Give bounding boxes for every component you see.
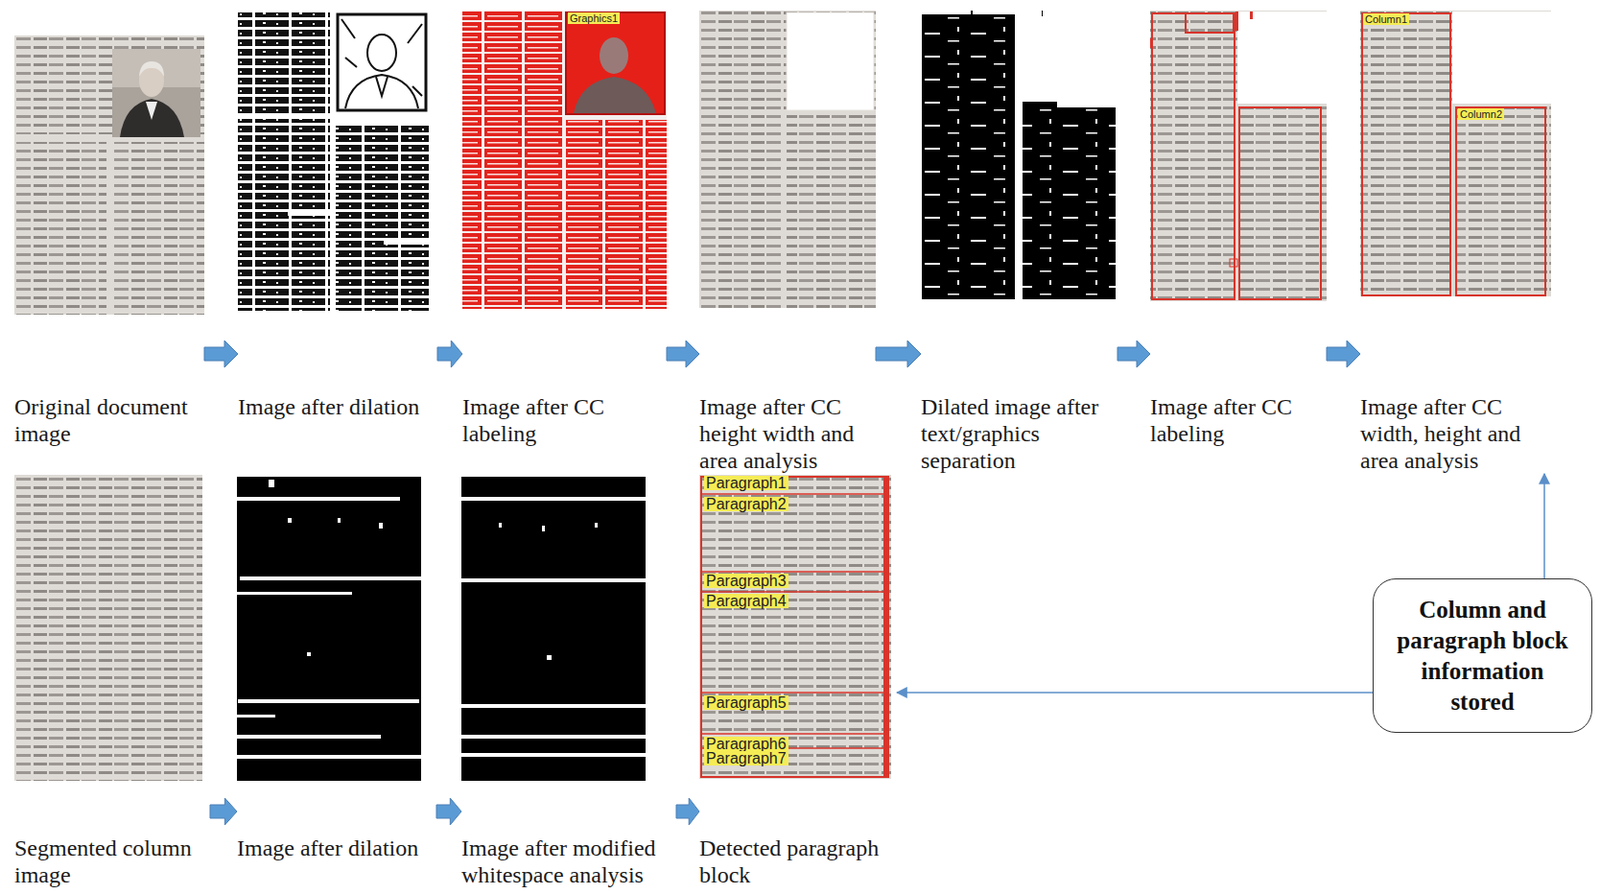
cc-labeled-image [462,10,667,309]
region-label: Paragraph4 [704,593,789,609]
stage-panel: Image after modified whitespace analysis [461,474,677,889]
stage-panel: Detected paragraph block [699,474,897,889]
stage-panel: Image after CC height width and area ana… [699,10,876,474]
stage-panel: Dilated image after text/graphics separa… [920,10,1118,474]
dilated-image [237,12,429,311]
region-label: Paragraph6 [704,736,789,752]
flow-arrow [437,340,463,368]
stage-panel: Image after CC width, height and area an… [1360,10,1552,474]
region-label: Paragraph7 [704,751,789,766]
stage-caption: Segmented column image [14,834,211,889]
segmented-column-image [14,474,203,781]
stage-caption: Detected paragraph block [699,834,897,889]
feedback-arrow [896,691,1373,694]
flow-arrow [1326,340,1361,368]
original-document-image [14,35,205,315]
stage-panel: Image after dilation [236,474,437,862]
stage-panel: Segmented column image [14,474,211,889]
stage-caption: Image after CC width, height and area an… [1360,393,1552,474]
stage-caption: Image after CC height width and area ana… [699,393,876,474]
column-blocks-image [1360,10,1552,297]
paragraph-blocks-image [699,474,892,779]
flow-arrow [204,340,238,368]
stage-caption: Image after dilation [236,834,437,862]
stage-caption: Image after dilation [237,393,438,421]
region-label: Paragraph3 [704,573,789,589]
flow-arrow [1117,340,1151,368]
info-text: Column and paragraph block information s… [1390,594,1575,718]
stage-panel: Original document image [14,10,205,448]
flow-arrow [676,798,700,825]
flow-arrow [875,340,921,368]
stage-caption: Original document image [14,393,205,448]
stage-panel: Image after CC labeling [462,10,667,448]
whitespace-image [461,476,646,781]
region-label: Paragraph5 [704,695,789,710]
info-box: Column and paragraph block information s… [1372,578,1593,733]
stage-panel: Image after CC labeling [1150,10,1327,448]
flow-arrow [436,798,462,825]
stage-caption: Image after modified whitespace analysis [461,834,677,889]
column-dilated-image [236,476,422,781]
flow-arrow [210,798,237,825]
stage-caption: Image after CC labeling [462,393,667,448]
region-label: Column2 [1458,108,1505,120]
region-label: Column1 [1363,13,1410,25]
region-label: Graphics1 [567,12,620,24]
dilated-text-image [920,10,1118,303]
stage-caption: Image after CC labeling [1150,393,1327,448]
region-label: Paragraph2 [704,496,789,512]
feedback-arrow [1543,473,1546,579]
stage-panel: Image after dilation [237,10,438,421]
flow-arrow [666,340,700,368]
region-label: Paragraph1 [704,475,789,491]
column-cc-image [1150,10,1327,302]
graphics-removed-image [699,10,876,308]
stage-caption: Dilated image after text/graphics separa… [920,393,1118,474]
